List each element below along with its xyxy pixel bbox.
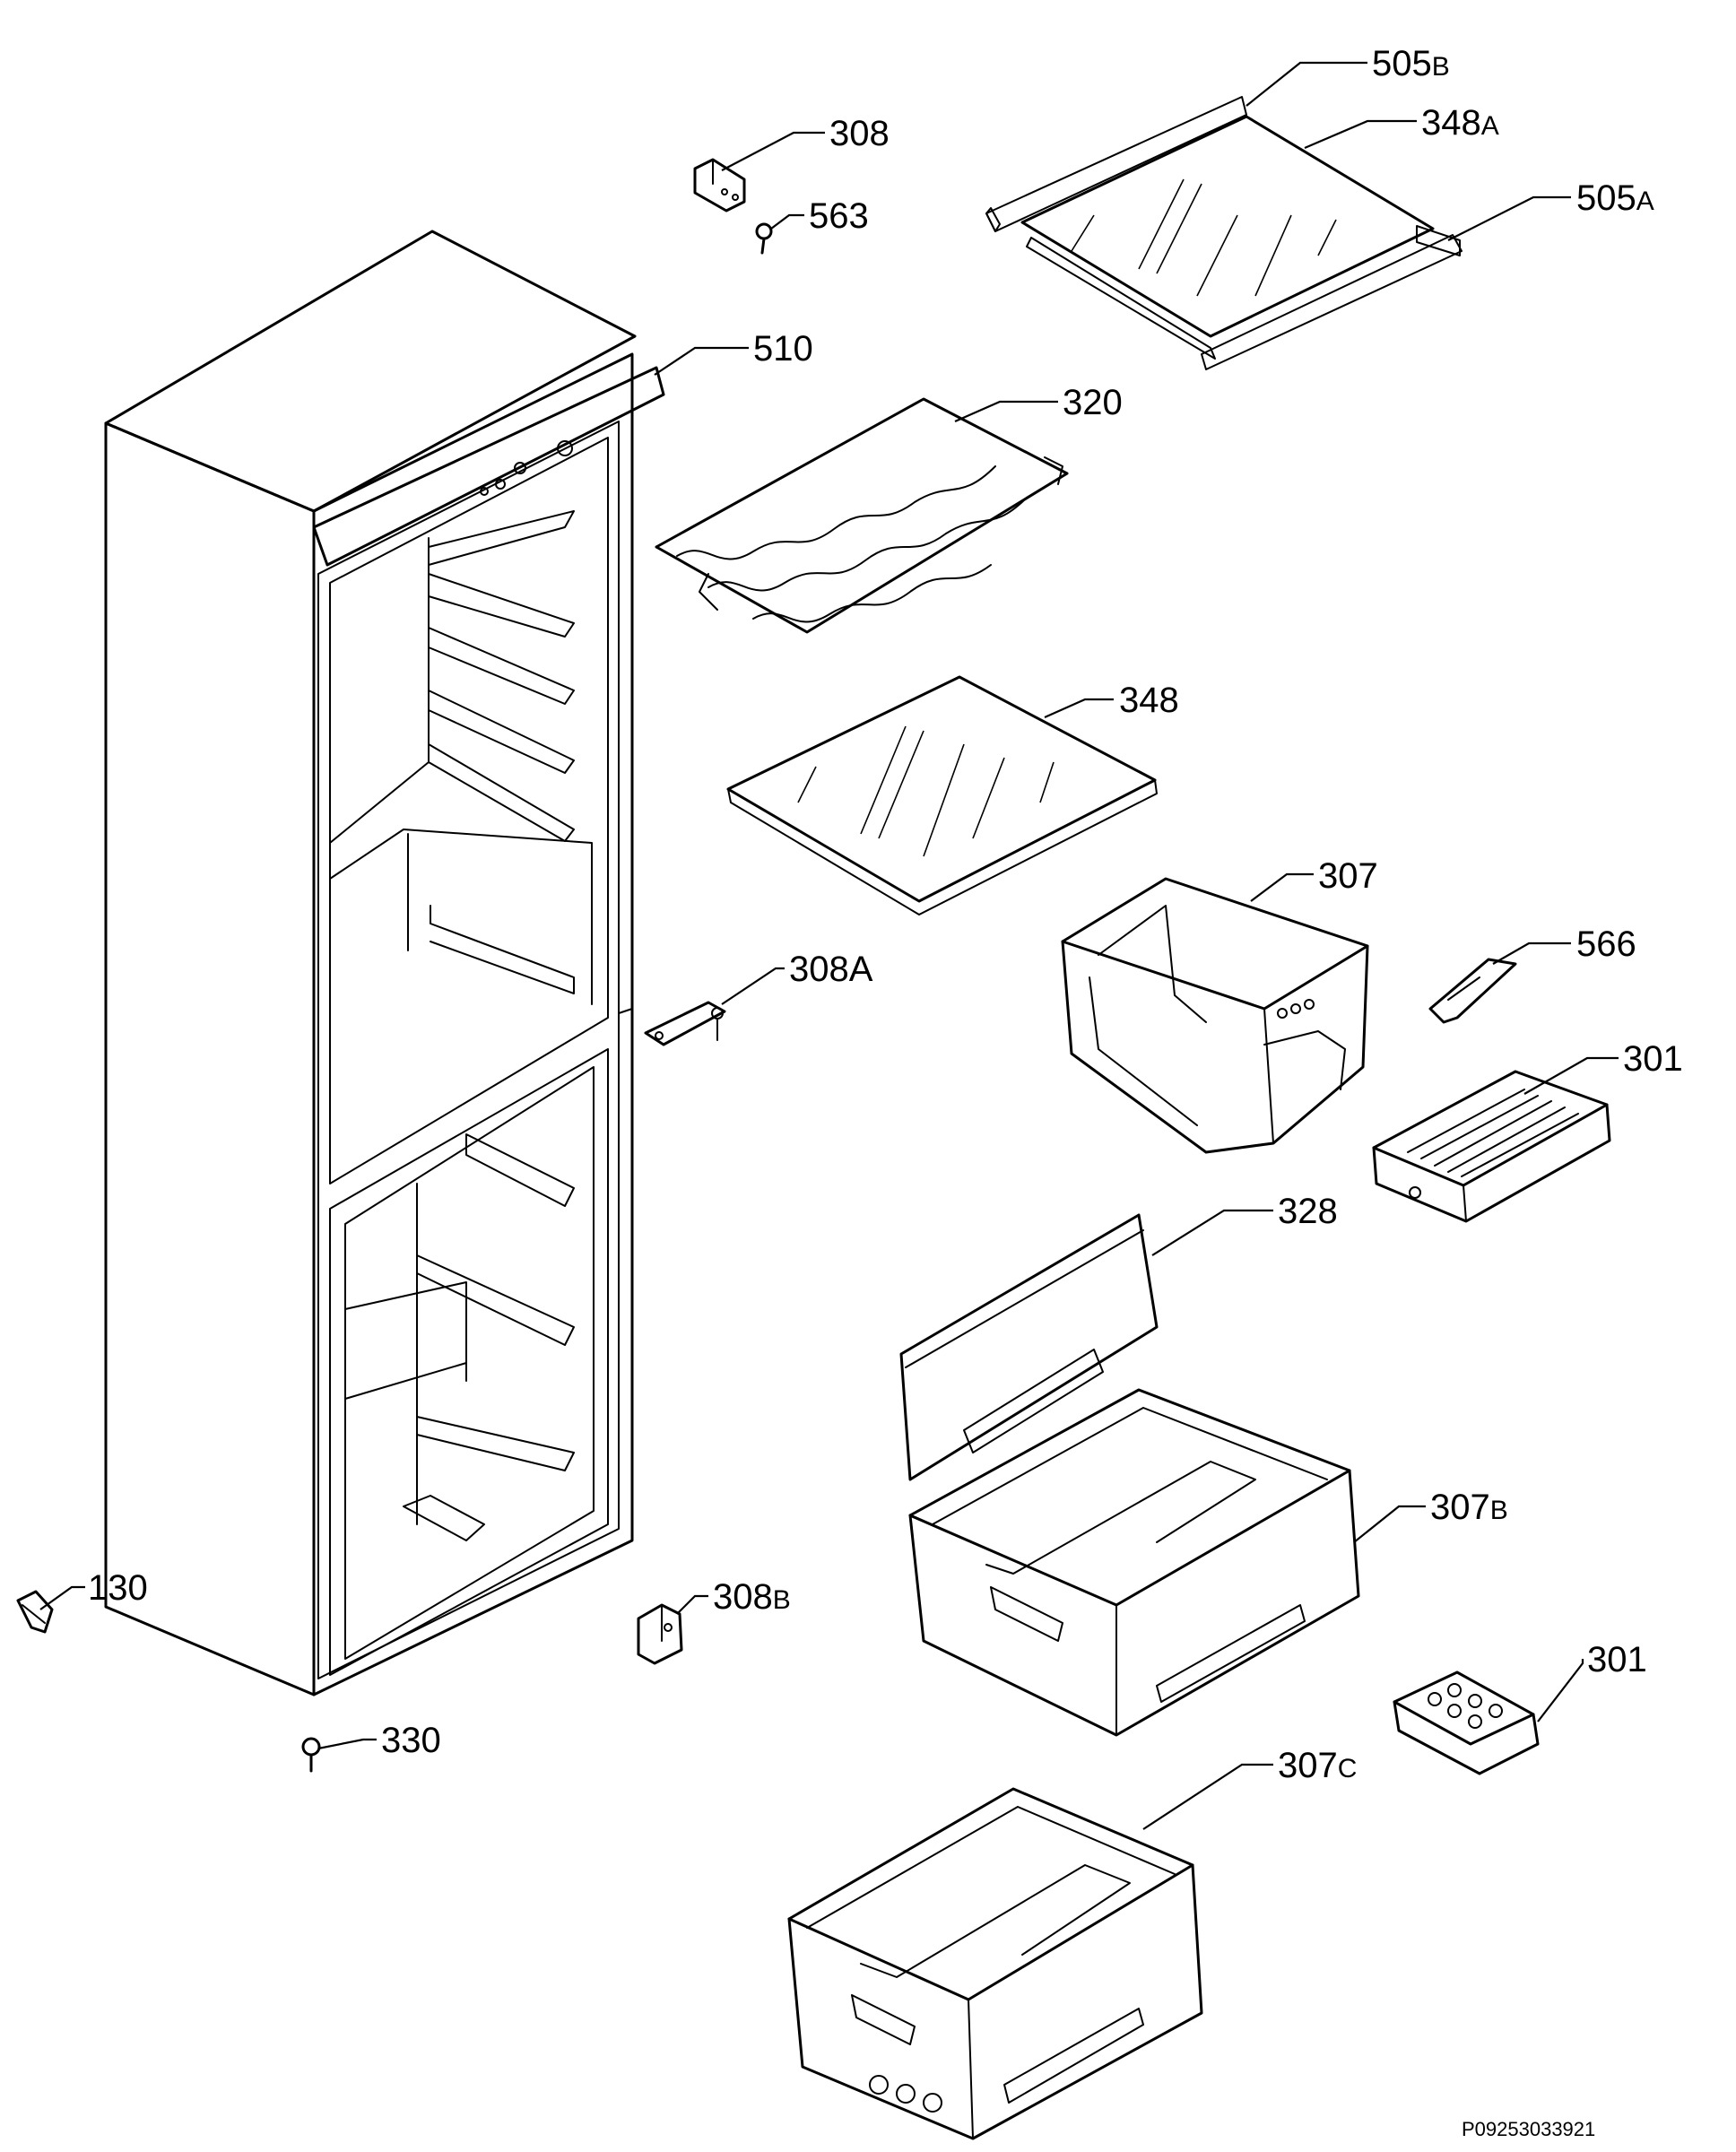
label-505b: 505B	[1372, 44, 1450, 83]
middle-hinge-308a	[644, 1001, 726, 1046]
glass-shelf-with-rails	[985, 96, 1463, 370]
label-301-upper: 301	[1623, 1039, 1683, 1079]
label-328: 328	[1278, 1192, 1338, 1231]
leader-lines	[39, 61, 1619, 1830]
bottom-hinge-308b	[637, 1603, 683, 1665]
freezer-drawer-307b	[908, 1388, 1360, 1737]
part-labels: 505B 348A 505A 308 563 510 320 348 307 5…	[88, 44, 1683, 2140]
freezer-flap-328	[899, 1213, 1159, 1481]
adjustable-foot-130	[16, 1590, 54, 1634]
screw-330	[301, 1737, 321, 1773]
drawing-code: P09253033921	[1462, 2118, 1595, 2140]
label-308: 308	[829, 114, 890, 153]
label-330: 330	[381, 1721, 441, 1760]
label-301-lower: 301	[1587, 1640, 1647, 1679]
ice-cube-tray-301-lower	[1393, 1670, 1540, 1775]
ice-tray-301-upper	[1372, 1070, 1611, 1223]
label-308a: 308A	[789, 950, 873, 989]
label-307b: 307B	[1430, 1488, 1508, 1527]
label-510: 510	[753, 329, 813, 369]
label-563: 563	[809, 196, 869, 236]
hinge-bracket-308	[693, 158, 746, 213]
label-320: 320	[1063, 383, 1123, 422]
clip-566	[1428, 958, 1517, 1024]
freezer-drawer-307c	[787, 1787, 1203, 2140]
label-566: 566	[1576, 924, 1636, 964]
glass-shelf-348	[726, 675, 1158, 915]
label-348a: 348A	[1421, 103, 1499, 143]
wine-rack-320	[655, 397, 1069, 634]
door-bin-307	[1061, 877, 1369, 1154]
screw-563	[755, 222, 773, 255]
label-130: 130	[88, 1568, 148, 1608]
label-505a: 505A	[1576, 178, 1654, 218]
label-307: 307	[1318, 856, 1378, 896]
label-308b: 308B	[713, 1577, 791, 1617]
label-307c: 307C	[1278, 1746, 1357, 1785]
label-348: 348	[1119, 681, 1179, 720]
fridge-cabinet	[104, 230, 665, 1696]
